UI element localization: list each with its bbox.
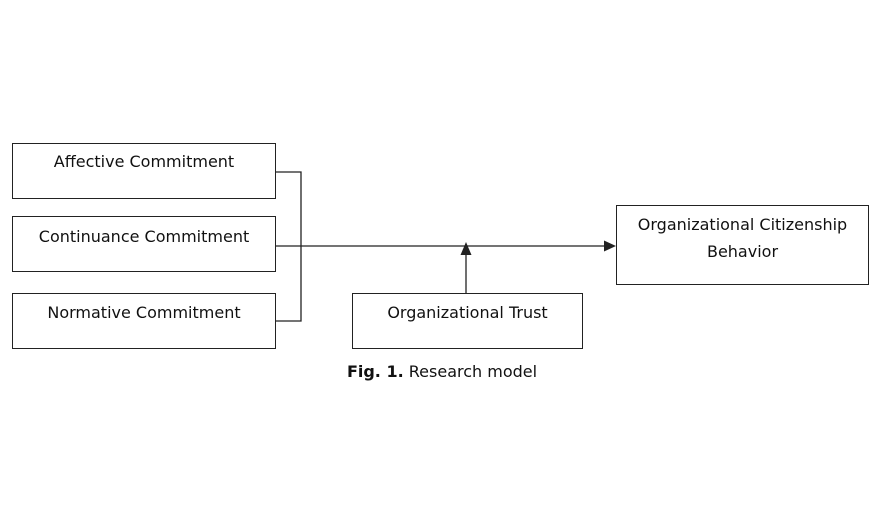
organizational-citizenship-behavior-box: Organizational Citizenship Behavior: [616, 205, 869, 285]
affective-commitment-label: Affective Commitment: [53, 152, 235, 171]
moderator-arrowhead: [460, 242, 472, 255]
ocb-label-line-1: Organizational Citizenship: [637, 215, 848, 234]
main-arrowhead: [604, 240, 616, 252]
continuance-commitment-box: Continuance Commitment: [12, 216, 276, 272]
ocb-label-line-2: Behavior: [706, 242, 779, 261]
affective-commitment-box: Affective Commitment: [12, 143, 276, 199]
normative-commitment-label: Normative Commitment: [47, 303, 241, 322]
normative-commitment-box: Normative Commitment: [12, 293, 276, 349]
organizational-trust-box: Organizational Trust: [352, 293, 583, 349]
organizational-trust-label: Organizational Trust: [387, 303, 548, 322]
figure-caption: Fig. 1. Research model: [0, 360, 884, 384]
figure-caption-text: Research model: [408, 362, 538, 381]
figure-caption-label: Fig. 1.: [346, 362, 404, 381]
continuance-commitment-label: Continuance Commitment: [38, 227, 250, 246]
